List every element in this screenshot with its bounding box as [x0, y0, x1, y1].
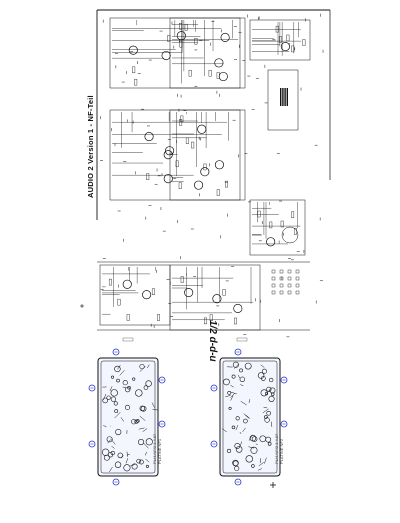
transformer-core [282, 88, 283, 106]
resistor-symbol [157, 315, 160, 321]
transistor-symbol [266, 238, 274, 246]
resistor-symbol [191, 142, 194, 148]
connector-pin [296, 291, 299, 294]
rotary-switch [282, 227, 298, 243]
connector-pin [280, 270, 283, 273]
connector-pin [280, 284, 283, 287]
transistor-symbol [213, 295, 221, 303]
circuit-block [110, 110, 240, 200]
connector-pin [280, 277, 283, 280]
pcb-board-outline [220, 358, 280, 476]
pcb-2-caption-line-2: PLATINE NF2 [279, 434, 284, 464]
resistor-symbol [269, 222, 272, 228]
connector-pin [296, 284, 299, 287]
transistor-symbol [201, 168, 209, 176]
transistor-symbol [129, 46, 137, 54]
resistor-symbol [209, 70, 212, 76]
connector-pin [288, 277, 291, 280]
resistor-symbol [258, 211, 261, 217]
resistor-symbol [217, 190, 220, 196]
connector-pin [272, 291, 275, 294]
resistor-symbol [186, 138, 189, 144]
resistor-symbol [189, 70, 192, 76]
transistor-symbol [194, 181, 202, 189]
transformer-core [284, 88, 285, 106]
transistor-symbol [234, 304, 242, 312]
connector-pin [272, 284, 275, 287]
resistor-symbol [118, 299, 121, 305]
pcb-tag [123, 338, 133, 341]
transistor-symbol [281, 42, 289, 50]
pcb-1-caption-line-2: PLATINE NF1 [157, 434, 162, 464]
resistor-symbol [279, 36, 282, 42]
resistor-symbol [287, 35, 290, 41]
resistor-symbol [195, 38, 198, 44]
resistor-symbol [152, 289, 155, 295]
connector-pin [288, 270, 291, 273]
resistor-symbol [291, 212, 294, 218]
connector-pin [288, 291, 291, 294]
transformer-core [287, 88, 288, 106]
connector-pin [296, 277, 299, 280]
section-label: 1/2 d-d-u [207, 320, 218, 362]
transistor-symbol [123, 280, 131, 288]
resistor-symbol [176, 161, 179, 167]
transistor-symbol [219, 72, 227, 80]
pcb-1-caption: PL/4.NF/3 3.4.87 PLATINE NF1 [152, 434, 162, 464]
transistor-symbol [145, 132, 153, 140]
resistor-symbol [234, 318, 237, 324]
connector-pin [272, 270, 275, 273]
connector-pin [288, 284, 291, 287]
resistor-symbol [204, 164, 207, 170]
resistor-symbol [181, 276, 184, 282]
connector-pin [280, 291, 283, 294]
transistor-symbol [221, 33, 229, 41]
transistor-symbol [164, 174, 172, 182]
resistor-symbol [179, 183, 182, 189]
connector-pin [296, 270, 299, 273]
resistor-symbol [223, 289, 226, 295]
pcb-2-caption: PL/4.NF/3 3.4.87 PLATINE NF2 [274, 434, 284, 464]
connector-pin [272, 277, 275, 280]
resistor-symbol [132, 67, 135, 73]
resistor-symbol [109, 279, 112, 285]
pcb-tag [237, 338, 247, 341]
transistor-symbol [177, 32, 185, 40]
resistor-symbol [303, 40, 306, 46]
transistor-symbol [215, 161, 223, 169]
resistor-symbol [134, 79, 137, 85]
resistor-symbol [127, 314, 130, 320]
schematic-title: AUDIO 2 Version 1 - NF-Teil [86, 95, 95, 198]
transistor-symbol [142, 290, 150, 298]
transistor-symbol [198, 125, 206, 133]
circuit-block [170, 110, 245, 200]
transistor-symbol [215, 59, 223, 67]
resistor-symbol [146, 174, 149, 180]
resistor-symbol [185, 24, 188, 30]
transistor-symbol [184, 288, 192, 296]
transformer-core [280, 88, 281, 106]
